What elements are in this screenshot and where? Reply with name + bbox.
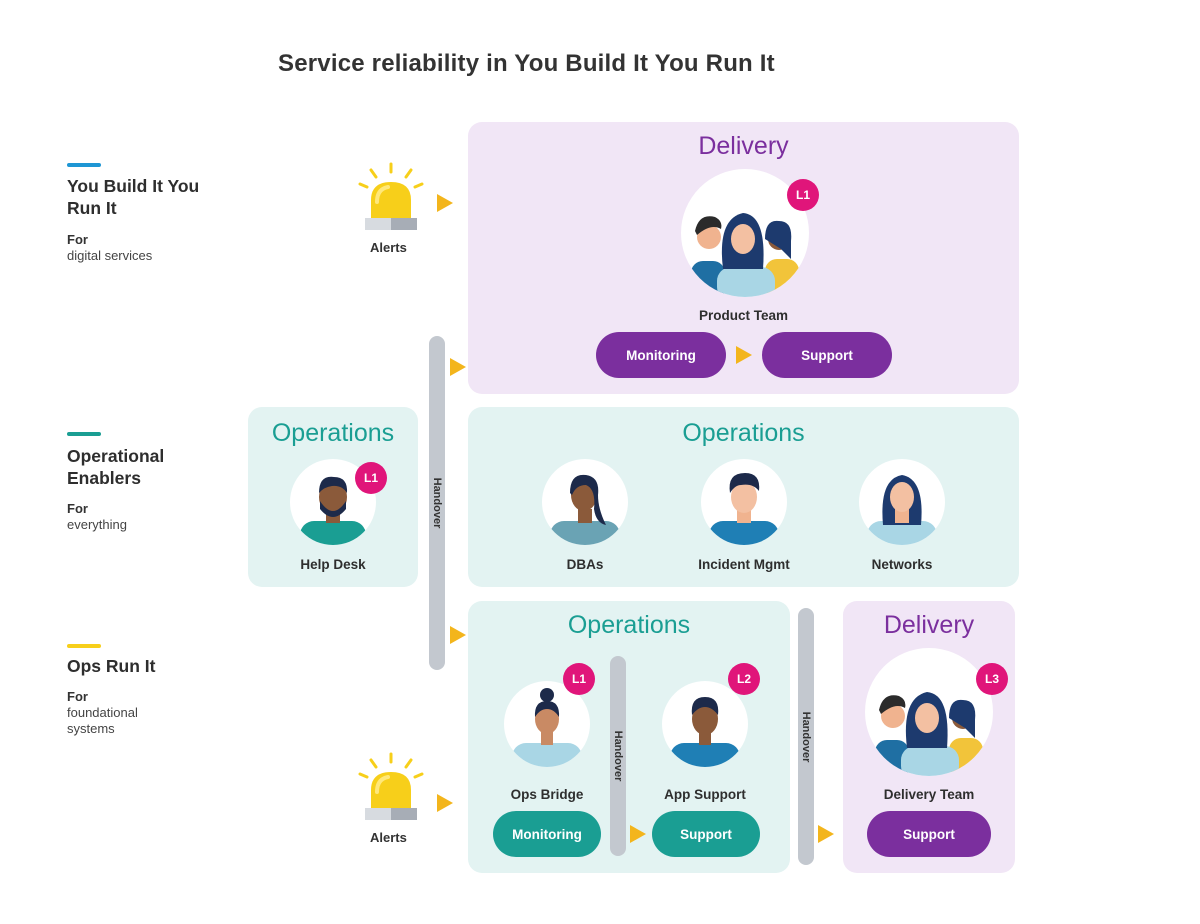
operations-panel-bottom: Operations L1 Ops Bridge Monitoring Hand…: [468, 601, 790, 873]
section-title: Ops Run It: [67, 656, 156, 676]
incident-mgmt-label: Incident Mgmt: [698, 557, 790, 572]
ops-bridge-avatar: [504, 681, 590, 767]
panel-heading: Operations: [271, 419, 395, 447]
support-button[interactable]: Support: [652, 811, 760, 857]
arrow-right-icon: [450, 358, 466, 376]
operations-panel-middle: Operations DBAs Incident Mgmt Networks: [468, 407, 1019, 587]
alerts-label: Alerts: [370, 830, 407, 845]
alarm-light-icon: [358, 752, 424, 820]
arrow-right-icon: [450, 626, 466, 644]
delivery-panel-top: Delivery L1 Product Team Monitoring Supp…: [468, 122, 1019, 394]
section-desc: digital services: [67, 248, 153, 263]
handover-bar: Handover: [610, 656, 626, 856]
person-icon: [709, 473, 779, 545]
section-title: Operational Enablers: [67, 446, 165, 488]
delivery-team-avatar: [865, 648, 993, 776]
level-badge: L1: [563, 663, 595, 695]
handover-label: Handover: [612, 730, 624, 782]
section-for: For: [67, 232, 88, 247]
level-badge: L1: [355, 462, 387, 494]
person-icon: [670, 697, 740, 767]
level-badge: L3: [976, 663, 1008, 695]
incident-mgmt-avatar: [701, 459, 787, 545]
panel-heading: Delivery: [698, 132, 789, 160]
alarm-light-icon: [358, 162, 424, 230]
app-support-avatar: [662, 681, 748, 767]
operations-panel-left: Operations L1 Help Desk: [248, 407, 418, 587]
section-for: For: [67, 689, 88, 704]
section-title: You Build It You Run It: [67, 176, 200, 218]
monitoring-button[interactable]: Monitoring: [493, 811, 601, 857]
section-desc: foundational systems: [67, 705, 138, 736]
team-illustration-icon: [875, 692, 983, 776]
arrow-right-icon: [437, 794, 453, 812]
section-bar-yellow: [67, 644, 101, 648]
handover-bar: Handover: [429, 336, 445, 670]
support-button[interactable]: Support: [762, 332, 892, 378]
handover-label: Handover: [800, 711, 812, 762]
ops-bridge-label: Ops Bridge: [510, 787, 584, 802]
delivery-team-label: Delivery Team: [883, 787, 975, 802]
help-desk-label: Help Desk: [300, 557, 366, 572]
delivery-panel-bottom: Delivery L3 Delivery Team Support: [843, 601, 1015, 873]
person-icon: [867, 475, 937, 545]
arrow-right-icon: [630, 825, 646, 843]
section-desc: everything: [67, 517, 127, 532]
networks-avatar: [859, 459, 945, 545]
app-support-label: App Support: [664, 787, 746, 802]
section-for: For: [67, 501, 88, 516]
dbas-label: DBAs: [566, 557, 604, 572]
level-badge: L2: [728, 663, 760, 695]
panel-heading: Delivery: [883, 611, 975, 639]
team-illustration-icon: [691, 213, 799, 297]
arrow-right-icon: [818, 825, 834, 843]
support-button[interactable]: Support: [867, 811, 991, 857]
section-bar-teal: [67, 432, 101, 436]
section-bar-blue: [67, 163, 101, 167]
arrow-right-icon: [736, 346, 752, 364]
panel-heading: Operations: [567, 611, 691, 639]
alerts-label: Alerts: [370, 240, 407, 255]
monitoring-button[interactable]: Monitoring: [596, 332, 726, 378]
arrow-right-icon: [437, 194, 453, 212]
person-icon: [512, 688, 582, 767]
person-icon: [550, 474, 620, 545]
dbas-avatar: [542, 459, 628, 545]
handover-bar: Handover: [798, 608, 814, 865]
level-badge: L1: [787, 179, 819, 211]
diagram-title: Service reliability in You Build It You …: [278, 50, 775, 77]
panel-heading: Operations: [682, 419, 805, 447]
handover-label: Handover: [431, 477, 443, 529]
product-team-label: Product Team: [698, 308, 788, 323]
person-icon: [300, 476, 366, 545]
networks-label: Networks: [871, 557, 933, 572]
